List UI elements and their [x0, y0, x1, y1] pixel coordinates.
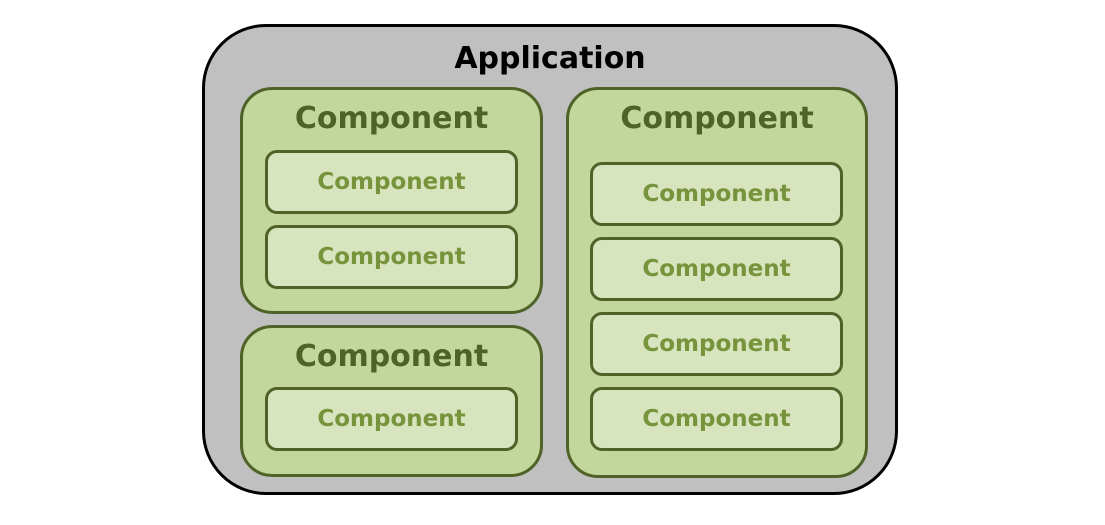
component-box: Component — [265, 387, 518, 451]
component-box: Component — [265, 225, 518, 289]
component-box: Component — [590, 387, 843, 451]
application-container: Application Component Component Componen… — [202, 24, 898, 495]
component-group-right: Component Component Component Component … — [566, 87, 868, 478]
component-group-title: Component — [294, 101, 489, 136]
component-box: Component — [590, 237, 843, 301]
component-box: Component — [590, 312, 843, 376]
component-group-title: Component — [620, 101, 814, 136]
component-box: Component — [265, 150, 518, 214]
application-title: Application — [454, 41, 646, 76]
component-group-title: Component — [294, 339, 489, 374]
component-box: Component — [590, 162, 843, 226]
component-group-bottom-left: Component Component — [240, 325, 543, 477]
component-group-top-left: Component Component Component — [240, 87, 543, 314]
